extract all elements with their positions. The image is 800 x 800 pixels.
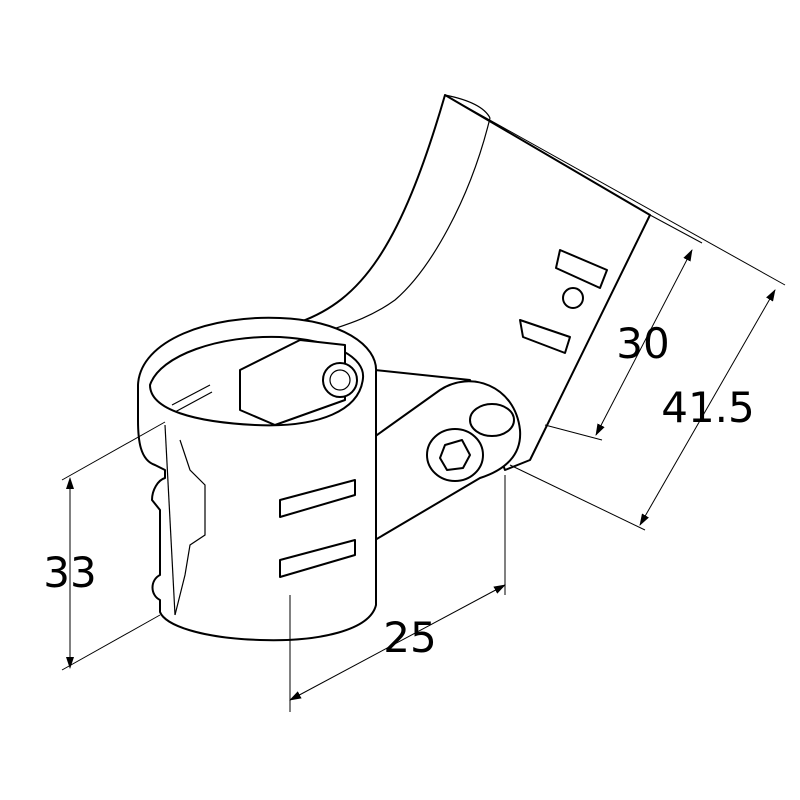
arm-slot-lower <box>519 319 571 354</box>
cylinder-slot-upper <box>279 479 356 518</box>
cylinder-slot-lower <box>279 539 356 578</box>
dimension-25: 25 <box>289 475 506 712</box>
dimension-33: 33 <box>43 421 166 671</box>
dimension-label-33: 33 <box>43 548 96 597</box>
arm-pin-icon <box>562 287 584 309</box>
angled-arm <box>299 94 651 471</box>
dimension-label-30: 30 <box>616 319 669 368</box>
dimension-label-41-5: 41.5 <box>661 383 755 432</box>
cylinder-clamp <box>137 316 378 642</box>
dimension-41-5: 41.5 <box>444 94 786 531</box>
hex-socket-icon <box>439 439 471 471</box>
set-screw-icon <box>322 362 358 398</box>
hinge <box>369 380 522 541</box>
dimension-label-25: 25 <box>383 613 436 662</box>
